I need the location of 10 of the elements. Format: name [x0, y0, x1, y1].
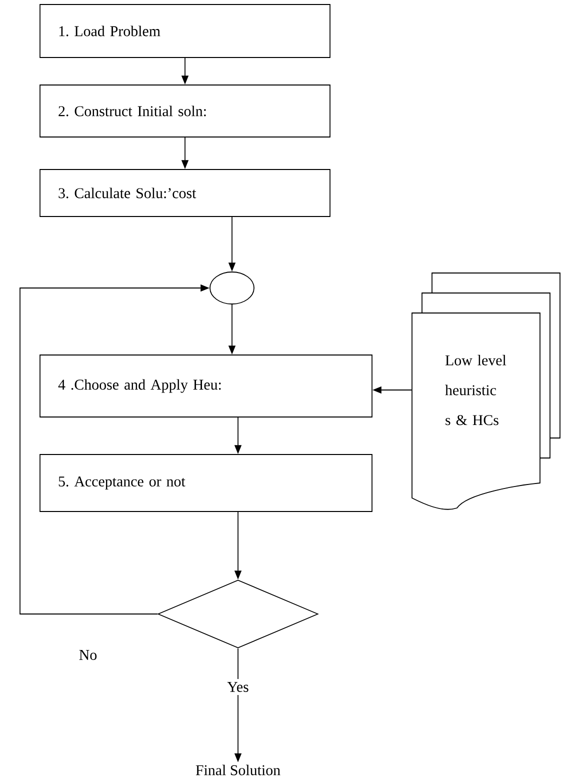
process-box: 1. Load Problem: [40, 4, 330, 58]
process-box: 4 .Choose and Apply Heu:: [40, 354, 372, 418]
process-box: 5. Acceptance or not: [40, 454, 372, 512]
result-text: Final Solution: [196, 764, 280, 776]
document-stack: Low level heuristic s & HCs: [412, 272, 560, 510]
process-box: 3. Calculate Solu:’cost: [40, 169, 330, 217]
edge-label: Yes: [224, 679, 252, 695]
edge-label: No: [76, 647, 100, 663]
process-box: 2. Construct Initial soln:: [40, 84, 330, 138]
connector-circle: [210, 272, 254, 304]
